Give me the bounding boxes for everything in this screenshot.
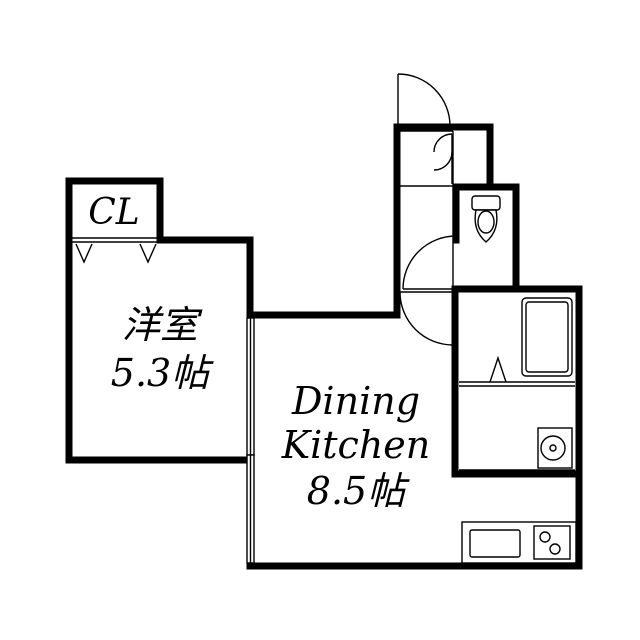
bath-door-icon — [489, 355, 507, 383]
hall-door-swing-icon — [399, 291, 454, 346]
toilet-door-swing-icon — [402, 235, 457, 290]
western-room-name: 洋室 — [122, 303, 203, 347]
storage-area — [400, 130, 454, 290]
toilet-wall — [452, 183, 520, 293]
kitchen-sink-icon — [469, 529, 521, 558]
stove-icon — [533, 525, 571, 560]
closet-label: CL — [88, 192, 139, 233]
western-room-wall — [156, 236, 254, 322]
entrance-wall — [246, 123, 457, 319]
toilet-icon — [471, 195, 501, 243]
bathtub-icon — [521, 297, 573, 377]
storage-door-icon — [433, 151, 453, 171]
closet-wall — [65, 177, 254, 464]
window-icon — [246, 317, 255, 456]
sink-icon — [537, 427, 573, 469]
kitchen-counter — [461, 521, 577, 564]
closet-door-icon — [72, 237, 158, 264]
entrance-door-swing-icon — [397, 73, 451, 127]
kitchen-label: Kitchen — [281, 423, 431, 467]
storage-door-icon — [433, 133, 453, 153]
dining-label: Dining — [291, 379, 420, 423]
washroom-door-icon — [459, 469, 575, 477]
dining-kitchen-size: 8.5帖 — [307, 469, 410, 513]
window-icon — [246, 454, 255, 564]
storage-wall — [449, 123, 494, 191]
western-room-size: 5.3帖 — [111, 351, 214, 395]
